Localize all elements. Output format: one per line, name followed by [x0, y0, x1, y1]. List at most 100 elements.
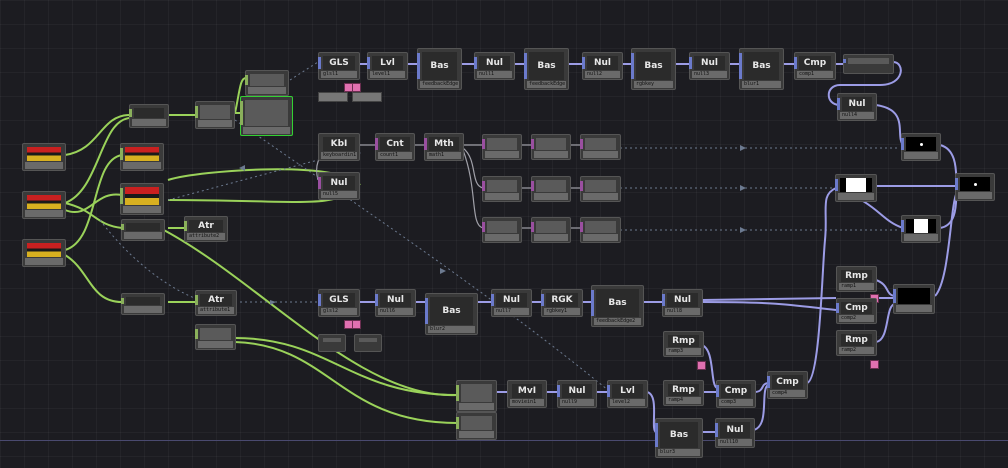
audio-source-node[interactable] [22, 143, 66, 171]
attribute1-node[interactable]: Atr attribute1 [195, 290, 237, 316]
node-name[interactable]: null10 [718, 439, 752, 446]
node-name[interactable] [904, 234, 938, 241]
comp-output-node[interactable] [893, 284, 935, 314]
node-name[interactable] [124, 306, 162, 313]
input-port[interactable] [417, 53, 420, 79]
null9-node[interactable]: Nul null9 [557, 380, 597, 408]
render-out-node[interactable] [901, 215, 941, 243]
input-port[interactable] [607, 385, 610, 397]
node-name[interactable] [123, 162, 161, 169]
input-port[interactable] [837, 98, 840, 110]
input-port[interactable] [195, 329, 198, 339]
node-name[interactable]: null3 [692, 71, 727, 78]
null1-node[interactable]: Nul null1 [474, 52, 515, 80]
node-name[interactable] [583, 234, 618, 241]
node-name[interactable] [25, 210, 63, 217]
node-name[interactable] [123, 206, 161, 213]
geometry-node[interactable] [121, 219, 165, 241]
docked-dat-node[interactable] [354, 334, 382, 352]
input-port[interactable] [955, 178, 958, 190]
input-port[interactable] [482, 222, 485, 232]
feedbackedge3-node[interactable]: Bas feedbackEdge2 [591, 285, 644, 327]
node-name[interactable] [896, 305, 932, 312]
node-name[interactable] [485, 151, 519, 158]
final-composite-node[interactable] [955, 173, 995, 201]
input-port[interactable] [318, 57, 321, 69]
input-port[interactable] [631, 53, 634, 79]
ramp2-node[interactable]: Rmp ramp2 [836, 330, 877, 356]
input-port[interactable] [843, 59, 846, 63]
glsl2-node[interactable]: GLS glsl2 [318, 289, 360, 317]
level2-node[interactable]: Lvl level2 [607, 380, 648, 408]
null2-node[interactable]: Nul null2 [582, 52, 623, 80]
channel-node[interactable] [531, 176, 571, 202]
render-out-node[interactable] [901, 133, 941, 161]
node-name[interactable]: feedbackEdge [420, 81, 459, 88]
input-port[interactable] [836, 303, 839, 313]
node-name[interactable]: ramp3 [666, 348, 701, 355]
audio-analysis-node[interactable] [120, 183, 164, 215]
docked-dat-marker[interactable] [697, 361, 706, 370]
count-node[interactable]: Cnt count1 [375, 133, 415, 161]
feedbackedge-node[interactable]: Bas feedbackEdge [417, 48, 462, 90]
geometry-render-node[interactable] [456, 412, 497, 440]
math-node[interactable]: Mth math1 [424, 133, 464, 161]
input-port[interactable] [580, 139, 583, 149]
input-port[interactable] [835, 179, 838, 191]
node-name[interactable]: null8 [665, 308, 700, 315]
node-name[interactable] [198, 341, 233, 348]
node-name[interactable]: attribute1 [198, 307, 234, 314]
input-port[interactable] [240, 101, 243, 125]
null5-node[interactable]: Nul null5 [318, 172, 360, 200]
channel-node[interactable] [531, 217, 571, 243]
node-name[interactable]: null9 [560, 399, 594, 406]
input-port[interactable] [531, 222, 534, 232]
docked-dat-marker[interactable] [352, 320, 361, 329]
null3-node[interactable]: Nul null3 [689, 52, 730, 80]
input-port[interactable] [375, 294, 378, 306]
input-port[interactable] [375, 138, 378, 150]
node-name[interactable] [838, 193, 874, 200]
input-port[interactable] [531, 181, 534, 191]
node-name[interactable]: glsl2 [321, 308, 357, 315]
input-port[interactable] [893, 289, 896, 303]
keyboardin-node[interactable]: KbI keyboardin1 [318, 133, 360, 161]
node-name[interactable]: null4 [840, 112, 874, 119]
channel-node[interactable] [482, 217, 522, 243]
channel-node[interactable] [580, 217, 621, 243]
geometry-node[interactable] [195, 101, 235, 129]
node-name[interactable] [485, 193, 519, 200]
node-name[interactable] [583, 193, 618, 200]
blur2-node[interactable]: Bas blur2 [425, 293, 478, 335]
input-port[interactable] [121, 298, 124, 304]
comp2-node[interactable]: Cmp comp2 [836, 298, 877, 324]
input-port[interactable] [121, 224, 124, 230]
input-port[interactable] [245, 75, 248, 85]
input-port[interactable] [901, 220, 904, 232]
node-name[interactable] [248, 87, 286, 94]
input-port[interactable] [531, 139, 534, 149]
node-name[interactable] [534, 193, 568, 200]
audio-source-node[interactable] [22, 239, 66, 267]
ramp3-node[interactable]: Rmp ramp3 [663, 331, 704, 357]
node-name[interactable]: null7 [494, 308, 529, 315]
input-port[interactable] [662, 294, 665, 306]
node-name[interactable]: feedbackEdge2 [594, 318, 641, 325]
node-name[interactable]: blur3 [658, 449, 700, 456]
node-name[interactable] [243, 127, 290, 134]
node-name[interactable]: comp4 [770, 390, 805, 397]
node-name[interactable]: blur2 [428, 326, 475, 333]
channel-node[interactable] [482, 134, 522, 160]
node-name[interactable]: count1 [378, 152, 412, 159]
input-port[interactable] [129, 109, 132, 117]
docked-dat-marker[interactable] [870, 360, 879, 369]
node-name[interactable] [459, 403, 494, 410]
node-name[interactable]: math1 [427, 152, 461, 159]
docked-dat-node[interactable] [352, 92, 382, 102]
input-port[interactable] [557, 385, 560, 397]
input-port[interactable] [120, 148, 123, 160]
input-port[interactable] [195, 106, 198, 118]
blur1-node[interactable]: Bas blur1 [739, 48, 784, 90]
node-name[interactable]: comp1 [797, 71, 833, 78]
